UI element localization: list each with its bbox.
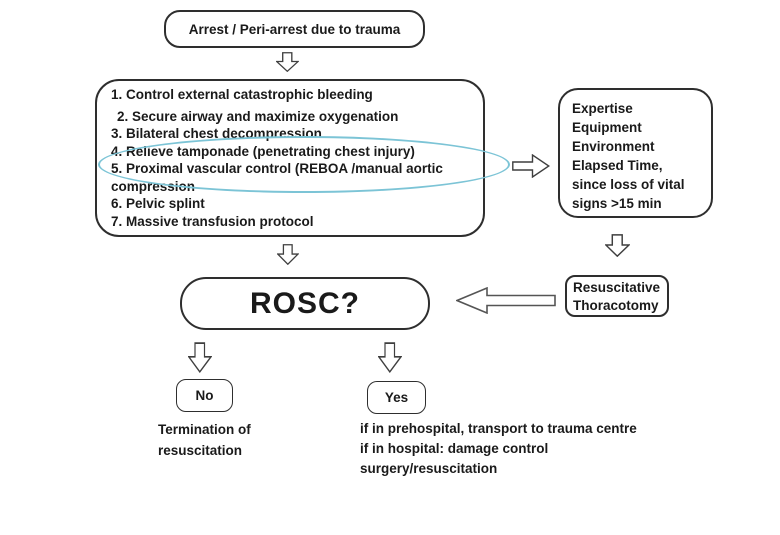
consideration-line: since loss of vital [572, 177, 685, 192]
intervention-item: 4. Relieve tamponade (penetrating chest … [111, 143, 415, 159]
consideration-line: Expertise [572, 101, 633, 116]
no-node: No [176, 379, 233, 412]
no-label: No [195, 388, 214, 403]
yes-outcome-line: surgery/resuscitation [360, 461, 498, 476]
rosc-label: ROSC? [250, 286, 360, 320]
left-arrow-icon [456, 287, 556, 314]
considerations-node: Expertise Equipment Environment Elapsed … [558, 88, 713, 218]
right-arrow-icon [512, 154, 550, 178]
yes-label: Yes [384, 390, 409, 405]
consideration-line: Equipment [572, 120, 642, 135]
start-node: Arrest / Peri-arrest due to trauma [164, 10, 425, 48]
interventions-node: 1. Control external catastrophic bleedin… [95, 79, 485, 237]
intervention-item: 2. Secure airway and maximize oxygenatio… [117, 108, 399, 124]
intervention-item: 6. Pelvic splint [111, 196, 205, 211]
no-outcome-line: resuscitation [158, 443, 243, 458]
yes-outcome-line: if in prehospital, transport to trauma c… [360, 421, 637, 436]
consideration-line: Environment [572, 139, 655, 154]
start-node-label: Arrest / Peri-arrest due to trauma [188, 21, 401, 37]
intervention-item: 7. Massive transfusion protocol [111, 213, 314, 229]
intervention-item: 1. Control external catastrophic bleedin… [111, 87, 373, 102]
down-arrow-icon [277, 244, 299, 265]
intervention-item: 3. Bilateral chest decompression [111, 126, 322, 141]
consideration-line: Elapsed Time, [572, 158, 663, 173]
consideration-line: signs >15 min [572, 196, 662, 211]
thoracotomy-node: Resuscitative Thoracotomy [565, 275, 669, 317]
thoracotomy-line: Thoracotomy [573, 298, 659, 313]
yes-outcome-line: if in hospital: damage control [360, 441, 549, 456]
yes-node: Yes [367, 381, 426, 414]
rosc-node: ROSC? [180, 277, 430, 330]
down-arrow-icon [276, 52, 299, 72]
no-outcome-text: Termination of resuscitation [158, 419, 251, 461]
down-arrow-icon [605, 234, 630, 257]
intervention-item: 5. Proximal vascular control (REBOA /man… [111, 161, 443, 194]
down-arrow-icon [188, 342, 212, 373]
no-outcome-line: Termination of [158, 422, 251, 437]
down-arrow-icon [378, 342, 402, 373]
yes-outcome-text: if in prehospital, transport to trauma c… [360, 419, 637, 479]
thoracotomy-line: Resuscitative [573, 280, 661, 295]
